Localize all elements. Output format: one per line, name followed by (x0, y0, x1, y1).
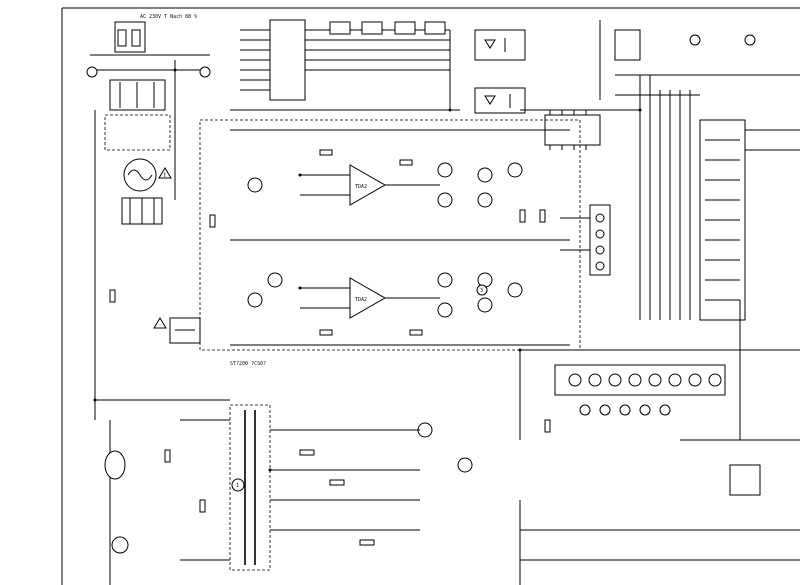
ir-receiver-section (599, 20, 800, 100)
switching-transformer (180, 404, 420, 571)
opamp-lower: TDA2 (300, 277, 440, 319)
opamp-upper: TDA2 (300, 164, 440, 206)
crt-socket-row (519, 349, 800, 440)
transistors (111, 162, 523, 554)
svg-text:TDA2: TDA2 (355, 297, 367, 303)
rgb-jack-connector (560, 204, 611, 276)
sheet-border (61, 7, 800, 585)
psu-primary (95, 317, 230, 585)
svg-text:1: 1 (236, 483, 239, 489)
bus-lines (520, 75, 700, 320)
junctions (93, 68, 642, 472)
microcontroller-ic (230, 19, 460, 111)
degauss-thermistor (121, 158, 163, 225)
audio-amp-section (199, 119, 581, 351)
optocoupler-1 (474, 29, 526, 61)
svg-text:TDA2: TDA2 (355, 184, 367, 190)
svg-text:3: 3 (480, 288, 483, 294)
optocoupler-2 (474, 87, 526, 114)
scart-connector (699, 119, 800, 321)
header-note: AC 230V T Nach 88 % (140, 14, 197, 20)
svg-text:!: ! (163, 172, 167, 179)
warning-icon: ! (153, 167, 172, 329)
audio-section-note: ST?200 ?CS0? (230, 361, 266, 367)
circle-markers: 3 1 (231, 284, 488, 492)
deflection-section (519, 300, 800, 585)
resistors (109, 149, 551, 546)
mains-input-section (86, 21, 211, 420)
